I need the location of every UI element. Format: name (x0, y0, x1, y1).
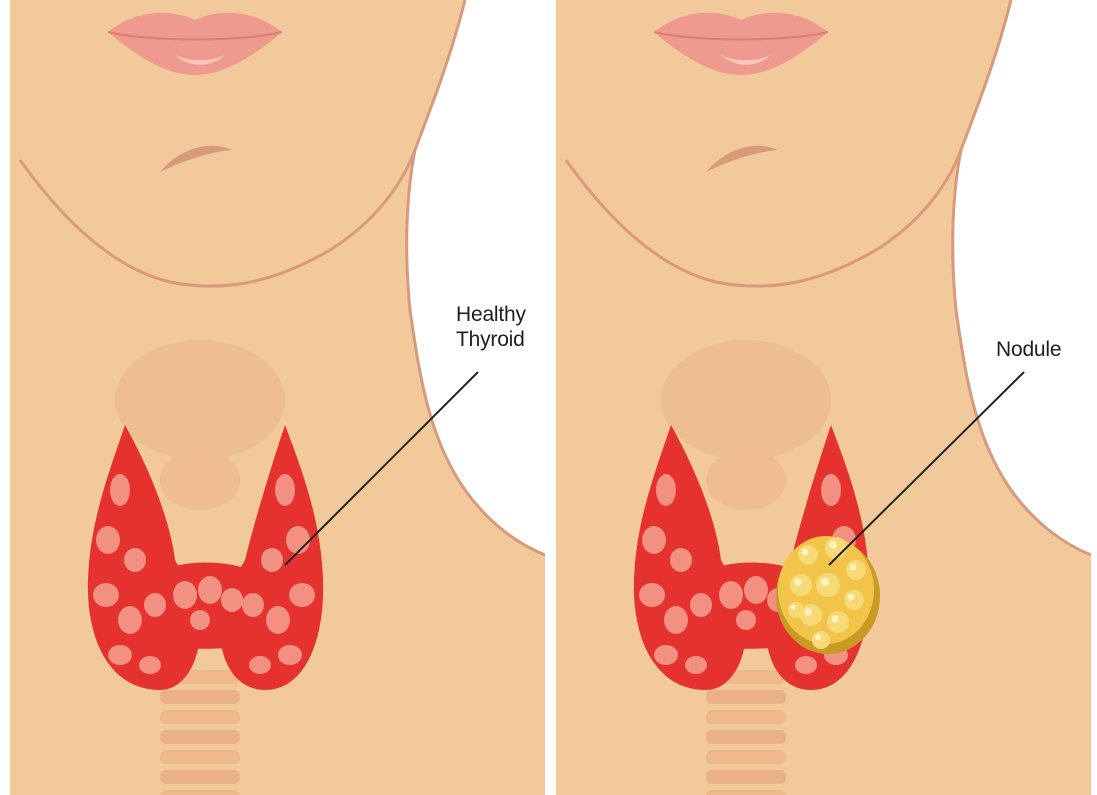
thyroid-lobule (642, 526, 666, 554)
thyroid-lobule (266, 606, 290, 634)
thyroid-lobule (242, 593, 264, 617)
thyroid-lobule (221, 588, 243, 612)
nodule-highlight (794, 578, 802, 586)
thyroid-lobule (639, 583, 665, 607)
trachea-ring (160, 750, 240, 764)
thyroid-lobule (96, 526, 120, 554)
thyroid-lobule (249, 656, 271, 674)
thyroid-lobule (261, 548, 283, 572)
trachea-ring (706, 690, 786, 704)
nodule-highlight (831, 615, 839, 623)
thyroid-lobule (139, 656, 161, 674)
nodule-label: Nodule (996, 337, 1061, 362)
trachea-ring (706, 730, 786, 744)
healthy-neck-illustration (10, 0, 545, 795)
nodule-highlight (821, 578, 829, 586)
thyroid-lobule (795, 656, 817, 674)
trachea-ring (706, 770, 786, 784)
nodule-highlight (790, 604, 796, 610)
healthy-thyroid-label: Healthy Thyroid (456, 302, 526, 352)
thyroid-lobule (190, 610, 210, 630)
trachea-ring (160, 770, 240, 784)
thyroid-lobule (656, 474, 676, 506)
nodule-bump (827, 611, 849, 633)
trachea-ring (706, 790, 786, 795)
thyroid-lobule (198, 576, 222, 604)
nodule-bump (825, 537, 847, 559)
trachea-ring (706, 710, 786, 724)
nodule-highlight (848, 594, 855, 601)
thyroid-lobule (118, 606, 142, 634)
trachea-ring (706, 750, 786, 764)
thyroid-lobule (124, 548, 146, 572)
thyroid-lobule (93, 583, 119, 607)
nodule-bump (788, 602, 804, 618)
nodule-bump (816, 573, 840, 597)
larynx (160, 450, 240, 510)
thyroid-lobule (670, 548, 692, 572)
nodule-highlight (802, 549, 809, 556)
thyroid-lobule (144, 593, 166, 617)
thyroid-lobule (690, 593, 712, 617)
thyroid-lobule (719, 581, 743, 609)
healthy-thyroid-panel (10, 0, 545, 795)
nodule-highlight (829, 541, 837, 549)
throat-shadow (661, 340, 831, 460)
trachea-ring (160, 710, 240, 724)
thyroid-lobule (286, 526, 310, 554)
nodule-bump (844, 590, 864, 610)
trachea-ring (160, 730, 240, 744)
thyroid-lobule (821, 474, 841, 506)
larynx (706, 450, 786, 510)
thyroid-lobule (289, 583, 315, 607)
thyroid-lobule (654, 645, 678, 665)
nodule-bump (798, 545, 818, 565)
thyroid-lobule (685, 656, 707, 674)
thyroid-lobule (173, 581, 197, 609)
trachea-ring (160, 790, 240, 795)
thyroid-lobule (744, 576, 768, 604)
nodule-neck-illustration (556, 0, 1091, 795)
throat-shadow (115, 340, 285, 460)
nodule-highlight (850, 564, 857, 571)
thyroid-lobule (278, 645, 302, 665)
thyroid-lobule (736, 610, 756, 630)
thyroid-lobule (664, 606, 688, 634)
nodule-thyroid-panel (556, 0, 1091, 795)
trachea-ring (160, 690, 240, 704)
nodule-bump (846, 560, 866, 580)
nodule-bump (790, 574, 812, 596)
thyroid-lobule (275, 474, 295, 506)
nodule-bump (812, 631, 830, 649)
thyroid-lobule (108, 645, 132, 665)
nodule-highlight (815, 634, 821, 640)
thyroid-lobule (110, 474, 130, 506)
nodule-highlight (804, 608, 812, 616)
